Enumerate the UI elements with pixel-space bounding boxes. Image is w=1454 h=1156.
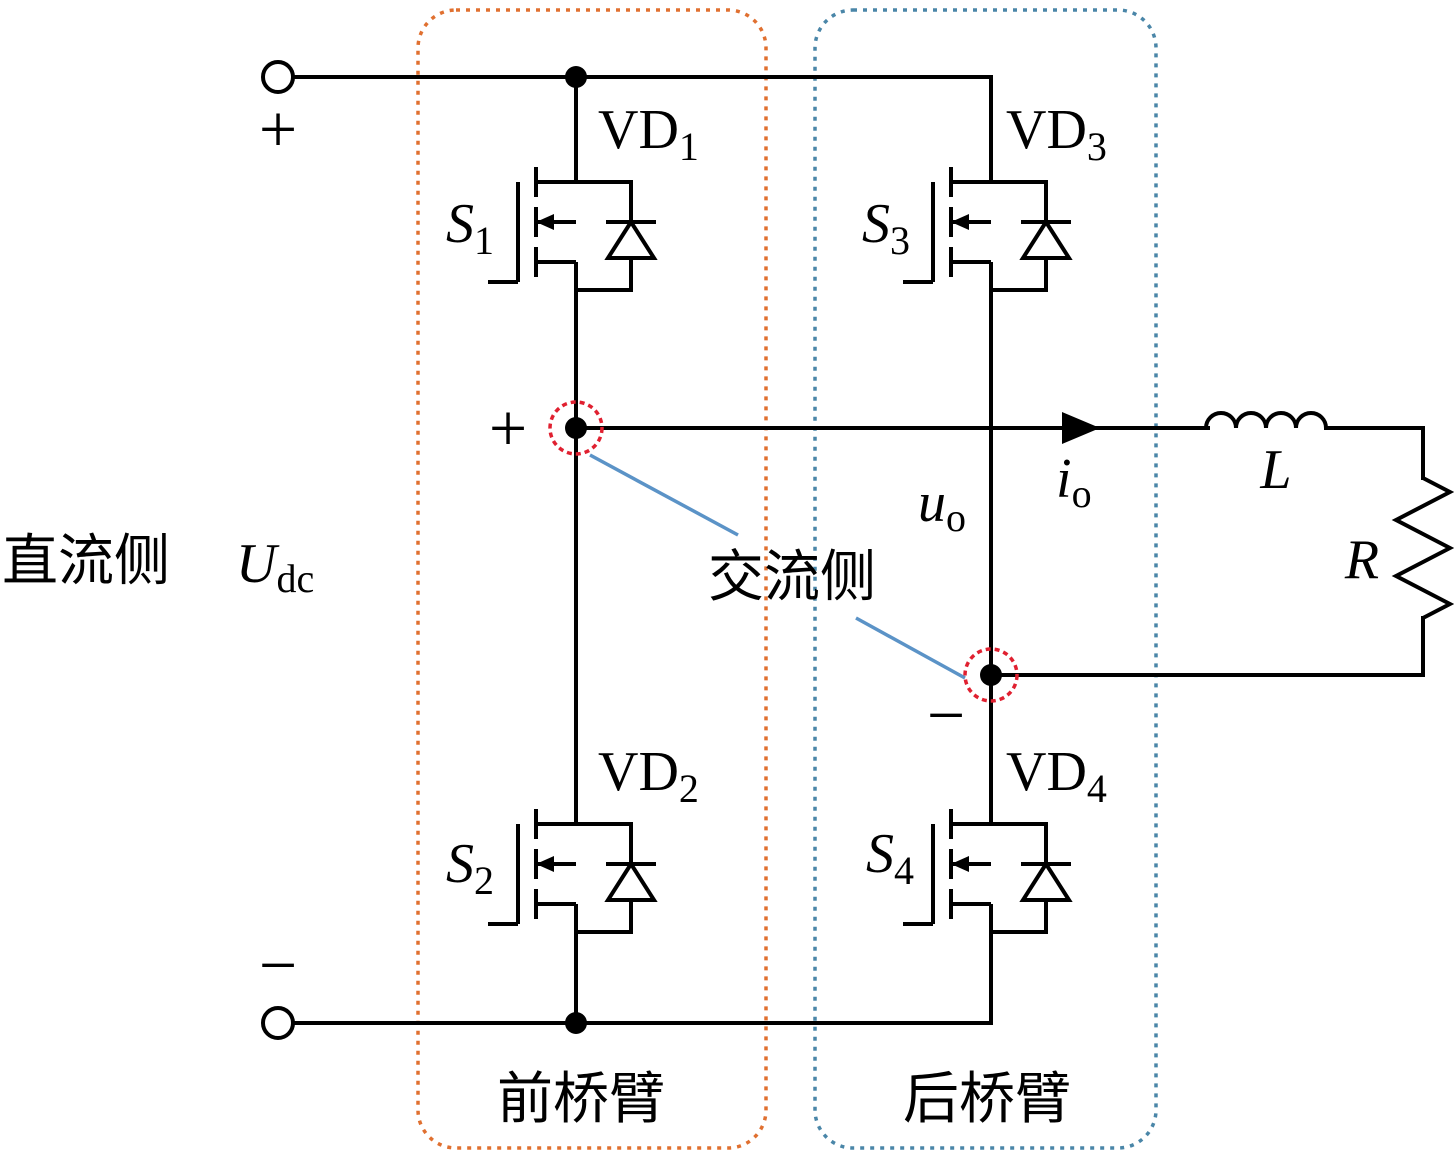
switch-s2 — [486, 807, 658, 934]
dc-plus-terminal — [261, 60, 295, 94]
resistor-r — [1391, 476, 1454, 620]
io-label: io — [1056, 448, 1092, 516]
ac-leader-top — [589, 453, 739, 537]
resistor-label: R — [1344, 529, 1379, 591]
rear-arm-box — [813, 8, 1158, 1150]
node-front-mid — [565, 417, 587, 439]
switch-s4 — [901, 807, 1073, 934]
udc-label: Udc — [236, 533, 314, 601]
ac-minus-sign: − — [927, 677, 965, 753]
s1-label: S1 — [446, 193, 494, 263]
inductor-l — [1204, 411, 1328, 429]
ac-leader-bottom — [855, 616, 966, 680]
dc-plus-sign: + — [259, 91, 297, 167]
current-arrow — [1062, 412, 1100, 444]
ac-side-label: 交流侧 — [708, 545, 876, 610]
dc-minus-sign: − — [259, 927, 297, 1003]
vd3-label: VD3 — [1006, 99, 1107, 169]
uo-label: uo — [918, 472, 966, 540]
vd2-label: VD2 — [598, 741, 699, 811]
inductor-label: L — [1259, 439, 1291, 501]
dc-minus-terminal — [261, 1006, 295, 1040]
s4-label: S4 — [866, 823, 914, 893]
vd4-label: VD4 — [1006, 741, 1107, 811]
vd1-label: VD1 — [598, 99, 699, 169]
dc-side-label: 直流侧 — [2, 529, 170, 594]
s3-label: S3 — [862, 193, 910, 263]
rear-arm-label: 后桥臂 — [903, 1067, 1071, 1132]
front-arm-label: 前桥臂 — [497, 1067, 665, 1132]
node-rear-mid — [980, 664, 1002, 686]
ac-plus-sign: + — [489, 390, 527, 466]
s2-label: S2 — [446, 833, 494, 903]
switch-s1 — [486, 165, 658, 292]
front-arm-box — [416, 8, 768, 1150]
switch-s3 — [901, 165, 1073, 292]
